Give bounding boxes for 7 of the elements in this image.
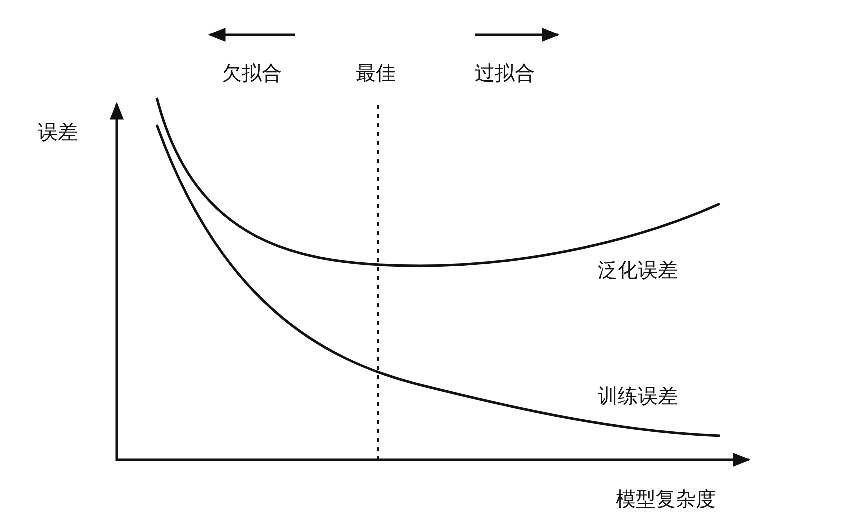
region-label: 欠拟合 <box>222 61 282 85</box>
axis-label: 误差 <box>38 120 78 144</box>
curve-label: 泛化误差 <box>598 258 678 282</box>
region-label: 最佳 <box>356 61 396 85</box>
region-label: 过拟合 <box>475 61 535 85</box>
curve-label: 训练误差 <box>598 384 678 408</box>
axis-label: 模型复杂度 <box>616 487 716 511</box>
